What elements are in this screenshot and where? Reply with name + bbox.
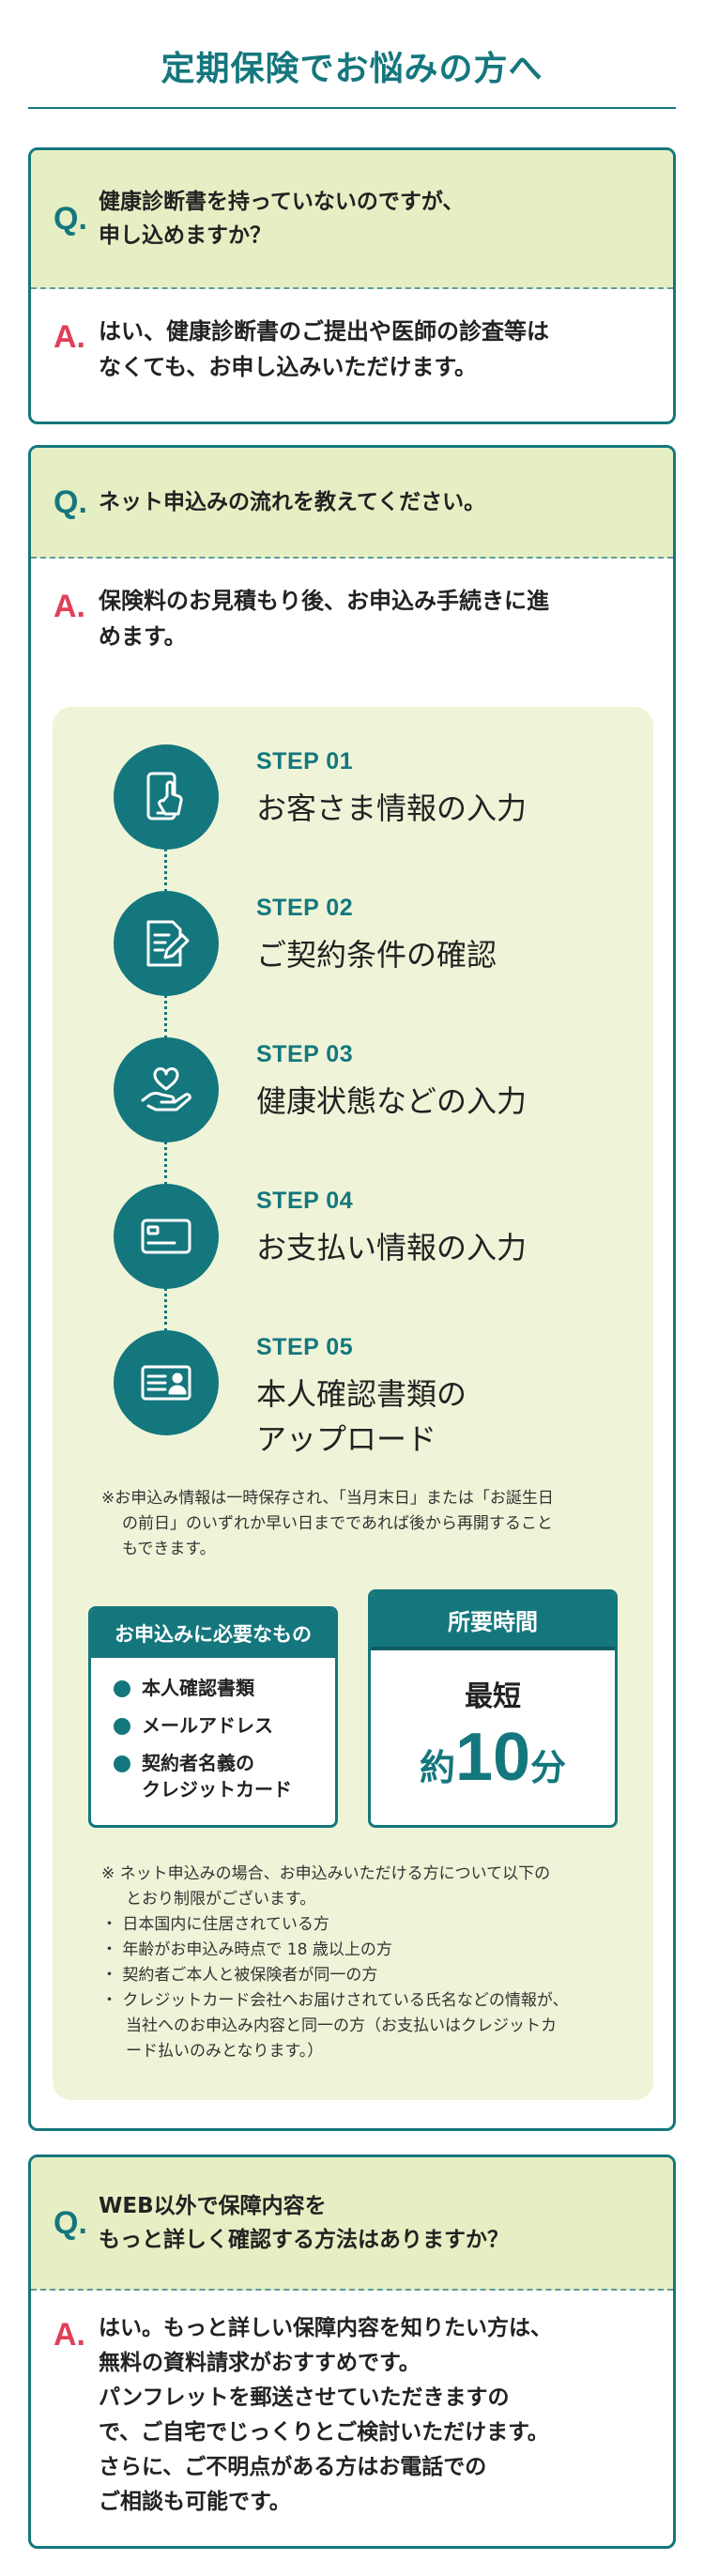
restriction-item-cont: ード払いのみとなります。） bbox=[126, 2042, 324, 2061]
question-text: WEB以外で保障内容を もっと詳しく確認する方法はありますか？ bbox=[99, 2189, 509, 2257]
step-label: STEP 04 bbox=[256, 1188, 354, 1214]
list-item: 本人確認書類 bbox=[114, 1675, 318, 1701]
answer-line: なくても、お申し込みいただけます。 bbox=[99, 354, 477, 380]
answer-text: はい、健康診断書のご提出や医師の診査等は なくても、お申し込みいただけます。 bbox=[99, 314, 549, 385]
step-connector bbox=[164, 1141, 167, 1186]
question-row[interactable]: Q. ネット申込みの流れを教えてください。 bbox=[31, 448, 673, 559]
faq-card-health-certificate: Q. 健康診断書を持っていないのですが、 申し込めますか？ A. はい、健康診断… bbox=[28, 147, 676, 424]
question-line: 健康診断書を持っていないのですが、 bbox=[99, 190, 465, 214]
step-label: STEP 02 bbox=[256, 895, 354, 921]
required-time-sub: 最短 bbox=[465, 1680, 521, 1713]
question-row[interactable]: Q. WEB以外で保障内容を もっと詳しく確認する方法はありますか？ bbox=[31, 2157, 673, 2291]
step-icon-circle bbox=[114, 891, 219, 996]
list-item: メールアドレス bbox=[114, 1712, 318, 1739]
step-label: STEP 05 bbox=[256, 1334, 354, 1360]
question-text: 健康診断書を持っていないのですが、 申し込めますか？ bbox=[99, 185, 464, 253]
question-line: WEB以外で保障内容を bbox=[99, 2194, 327, 2218]
bullet-icon bbox=[114, 1680, 130, 1697]
bullet-icon bbox=[114, 1756, 130, 1772]
required-time-value: 約10分 bbox=[419, 1720, 567, 1795]
question-line: 申し込めますか？ bbox=[99, 223, 271, 248]
credit-card-icon bbox=[141, 1219, 191, 1254]
answer-row: A. はい、健康診断書のご提出や医師の診査等は なくても、お申し込みいただけます… bbox=[31, 289, 673, 385]
question-mark: Q. bbox=[54, 2204, 87, 2241]
page-title: 定期保険でお悩みの方へ bbox=[161, 50, 543, 88]
document-pen-icon bbox=[146, 920, 190, 967]
question-mark: Q. bbox=[54, 483, 87, 520]
answer-line: パンフレットを郵送させていただきますの bbox=[99, 2385, 510, 2410]
answer-line: 保険料のお見積もり後、お申込み手続きに進 bbox=[99, 588, 549, 614]
requirements-list: 本人確認書類 メールアドレス 契約者名義のクレジットカード bbox=[91, 1658, 335, 1802]
step-connector bbox=[164, 848, 167, 893]
step-03: STEP 03 健康状態などの入力 bbox=[114, 1037, 620, 1150]
faq-card-online-flow: Q. ネット申込みの流れを教えてください。 A. 保険料のお見積もり後、お申込み… bbox=[28, 445, 676, 2131]
answer-text: 保険料のお見積もり後、お申込み手続きに進 めます。 bbox=[99, 583, 549, 654]
restriction-item: ・ 日本国内に住居されている方 bbox=[101, 1915, 329, 1934]
required-time-box: 所要時間 最短 約10分 bbox=[368, 1589, 618, 1828]
heart-hand-icon bbox=[141, 1067, 191, 1112]
step-label: STEP 03 bbox=[256, 1041, 354, 1067]
answer-line: ご相談も可能です。 bbox=[99, 2490, 291, 2514]
step-icon-circle bbox=[114, 1037, 219, 1142]
answer-mark: A. bbox=[54, 319, 85, 355]
step-connector bbox=[164, 1287, 167, 1332]
title-divider bbox=[28, 107, 676, 109]
question-line: もっと詳しく確認する方法はありますか？ bbox=[99, 2228, 509, 2252]
requirements-heading: お申込みに必要なもの bbox=[91, 1609, 335, 1658]
step-01: STEP 01 お客さま情報の入力 bbox=[114, 744, 620, 857]
restriction-item: ・ 契約者ご本人と被保険者が同一の方 bbox=[101, 1966, 378, 1985]
question-row[interactable]: Q. 健康診断書を持っていないのですが、 申し込めますか？ bbox=[31, 150, 673, 289]
answer-line: はい、健康診断書のご提出や医師の診査等は bbox=[99, 318, 549, 345]
required-time-heading: 所要時間 bbox=[371, 1592, 615, 1650]
step-title: お客さま情報の入力 bbox=[256, 790, 528, 826]
step-icon-circle bbox=[114, 744, 219, 850]
step-title: 本人確認書類の アップロード bbox=[256, 1372, 622, 1462]
step-connector bbox=[164, 994, 167, 1039]
step-title-line: 本人確認書類の bbox=[256, 1376, 467, 1412]
step-label: STEP 01 bbox=[256, 748, 354, 774]
answer-text: はい。もっと詳しい保障内容を知りたい方は、 無料の資料請求がおすすめです。 パン… bbox=[99, 2311, 552, 2520]
id-card-icon bbox=[141, 1365, 191, 1401]
step-title: ご契約条件の確認 bbox=[256, 937, 497, 973]
answer-row: A. 保険料のお見積もり後、お申込み手続きに進 めます。 bbox=[31, 559, 673, 654]
restriction-item: ・ クレジットカード会社へお届けされている氏名などの情報が、 bbox=[101, 1991, 569, 2010]
application-steps-panel: STEP 01 お客さま情報の入力 STEP 02 ご契約条件の確認 bbox=[53, 707, 653, 2100]
question-mark: Q. bbox=[54, 200, 87, 237]
restriction-item-cont: 当社へのお申込み内容と同一の方（お支払いはクレジットカ bbox=[126, 2016, 557, 2035]
requirements-box: お申込みに必要なもの 本人確認書類 メールアドレス 契約者名義のクレジットカード bbox=[88, 1606, 338, 1828]
answer-line: で、ご自宅でじっくりとご検討いただけます。 bbox=[99, 2420, 549, 2445]
step-02: STEP 02 ご契約条件の確認 bbox=[114, 891, 620, 1004]
answer-line: さらに、ご不明点がある方はお電話での bbox=[99, 2455, 487, 2479]
step-icon-circle bbox=[114, 1330, 219, 1435]
save-note: ※お申込み情報は一時保存され、「当月末日」または「お誕生日 の前日」のいずれか早… bbox=[101, 1489, 554, 1558]
step-title: お支払い情報の入力 bbox=[256, 1230, 528, 1265]
list-item: 契約者名義のクレジットカード bbox=[114, 1750, 318, 1802]
step-icon-circle bbox=[114, 1184, 219, 1289]
answer-mark: A. bbox=[54, 589, 85, 624]
step-title: 健康状態などの入力 bbox=[256, 1083, 528, 1119]
restriction-item: ・ 年齢がお申込み時点で 18 歳以上の方 bbox=[101, 1940, 392, 1959]
answer-line: めます。 bbox=[99, 623, 187, 650]
answer-line: 無料の資料請求がおすすめです。 bbox=[99, 2351, 421, 2375]
step-05: STEP 05 本人確認書類の アップロード bbox=[114, 1330, 620, 1462]
step-title-line: アップロード bbox=[256, 1421, 437, 1457]
step-04: STEP 04 お支払い情報の入力 bbox=[114, 1184, 620, 1296]
answer-row: A. はい。もっと詳しい保障内容を知りたい方は、 無料の資料請求がおすすめです。… bbox=[31, 2291, 673, 2520]
answer-line: はい。もっと詳しい保障内容を知りたい方は、 bbox=[99, 2316, 552, 2340]
faq-card-other-methods: Q. WEB以外で保障内容を もっと詳しく確認する方法はありますか？ A. はい… bbox=[28, 2154, 676, 2549]
question-text: ネット申込みの流れを教えてください。 bbox=[99, 490, 486, 514]
bullet-icon bbox=[114, 1718, 130, 1735]
smartphone-tap-icon bbox=[146, 772, 183, 820]
answer-mark: A. bbox=[54, 2317, 85, 2353]
restrictions-note: ※ ネット申込みの場合、お申込みいただける方について以下の とおり制限がございま… bbox=[101, 1862, 636, 2064]
